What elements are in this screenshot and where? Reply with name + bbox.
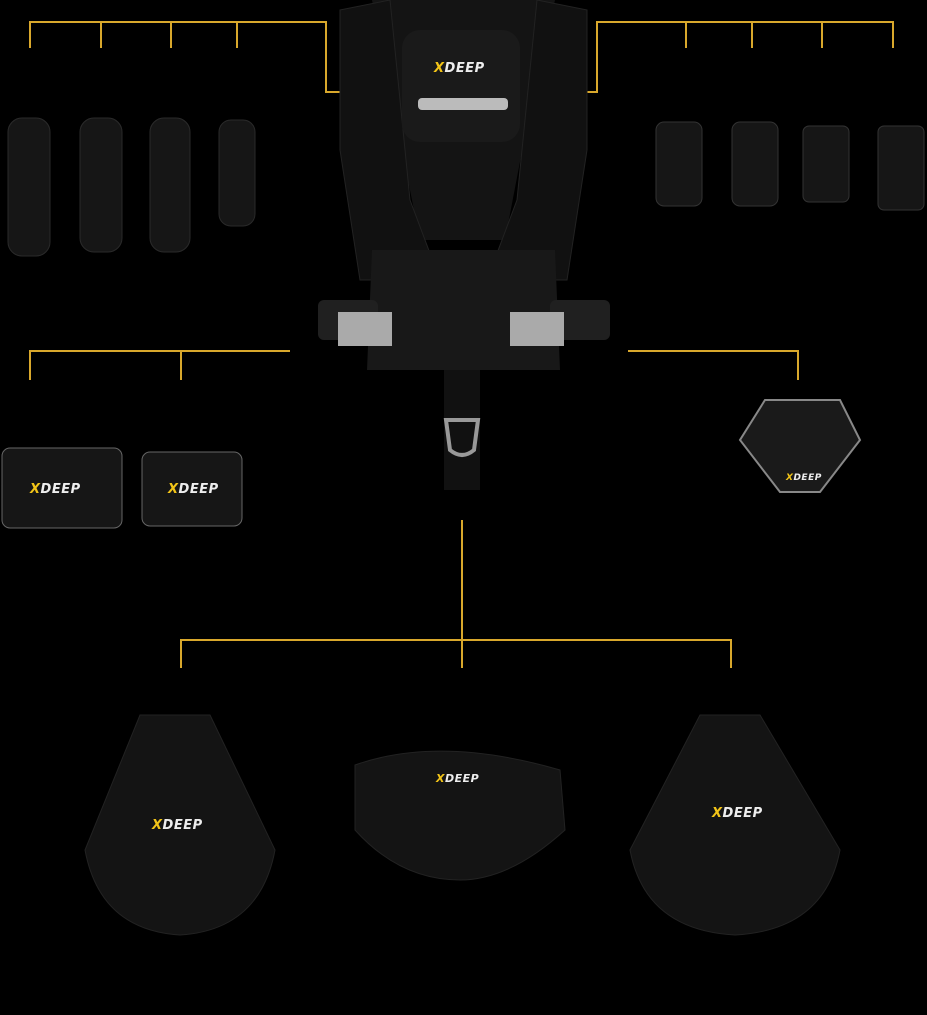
- logo-text: DEEP: [722, 806, 763, 821]
- brand-logo: XDEEP: [434, 61, 485, 76]
- weight-pocket: [731, 121, 779, 207]
- connector-top-right: [580, 21, 894, 93]
- logo-text: DEEP: [444, 61, 485, 76]
- wings: [84, 714, 841, 936]
- connector-lines: [29, 21, 894, 668]
- logo-x: X: [712, 806, 723, 821]
- wing-center: [354, 750, 566, 881]
- shoulder-pad: [149, 117, 191, 253]
- logo-x: X: [786, 473, 794, 483]
- side-pockets: [1, 447, 243, 529]
- brand-logo: XDEEP: [30, 482, 81, 497]
- weight-pocket: [802, 125, 850, 203]
- logo-text: DEEP: [162, 818, 203, 833]
- logo-x: X: [152, 818, 163, 833]
- logo-x: X: [168, 482, 179, 497]
- backplate-adapter: [738, 399, 862, 493]
- logo-x: X: [30, 482, 41, 497]
- shoulder-pad: [218, 119, 256, 227]
- connector-top-left: [29, 21, 344, 93]
- logo-text: DEEP: [444, 772, 480, 785]
- logo-text: DEEP: [178, 482, 219, 497]
- brand-logo: XDEEP: [152, 818, 203, 833]
- weight-pocket: [655, 121, 703, 207]
- connector-bottom: [180, 520, 732, 668]
- connector-mid-left: [29, 350, 290, 380]
- weight-pocket: [877, 125, 925, 211]
- brand-logo: XDEEP: [786, 473, 822, 483]
- logo-x: X: [436, 772, 445, 785]
- wing-left: [84, 714, 276, 936]
- shoulder-pad: [7, 117, 51, 257]
- weight-pockets: [655, 121, 925, 211]
- connector-mid-right: [628, 350, 799, 380]
- brand-logo: XDEEP: [436, 772, 479, 785]
- harness: [318, 0, 610, 490]
- shoulder-pad: [79, 117, 123, 253]
- logo-text: DEEP: [40, 482, 81, 497]
- side-pocket: [141, 451, 243, 527]
- logo-x: X: [434, 61, 445, 76]
- brand-logo: XDEEP: [168, 482, 219, 497]
- logo-text: DEEP: [793, 473, 822, 483]
- side-pocket: [1, 447, 123, 529]
- wing-right: [629, 714, 841, 936]
- shoulder-pads: [7, 117, 256, 257]
- brand-logo: XDEEP: [712, 806, 763, 821]
